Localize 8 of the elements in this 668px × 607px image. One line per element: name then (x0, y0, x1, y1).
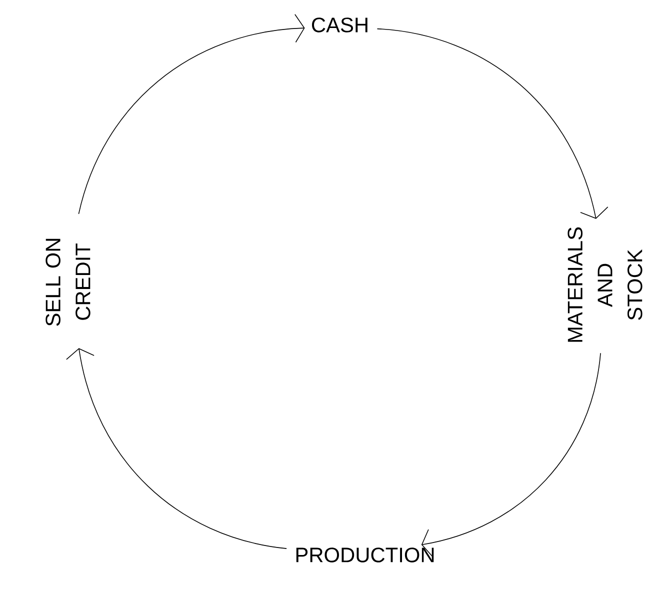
cycle-label: CASH (312, 18, 368, 32)
arrow (78, 14, 305, 214)
arrow (66, 348, 287, 549)
arrow (421, 352, 601, 558)
arrow (376, 28, 608, 219)
cycle-label: SELL ON CREDIT (46, 238, 90, 326)
cycle-label: PRODUCTION (296, 548, 434, 562)
cycle-label: MATERIALS AND STOCK (568, 227, 642, 342)
